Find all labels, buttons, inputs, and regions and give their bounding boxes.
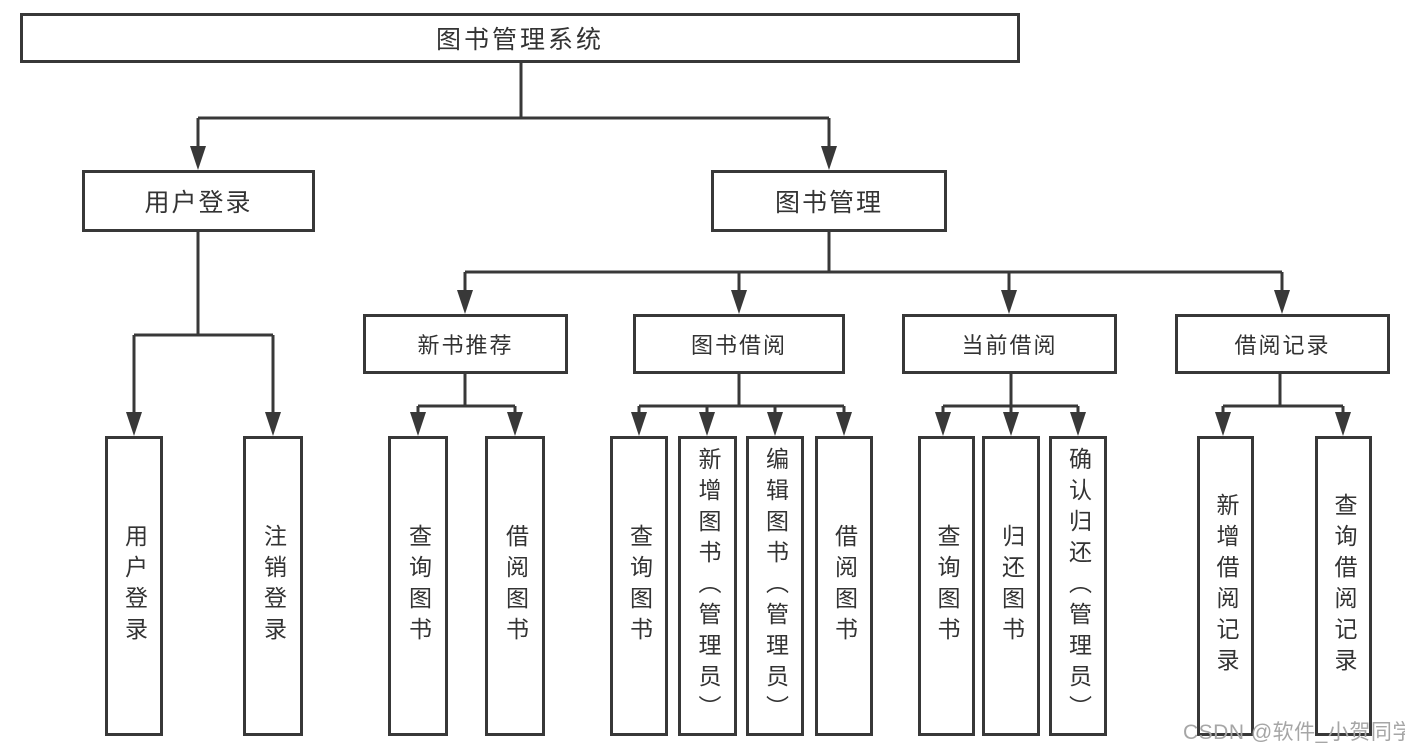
node-book-borrowing-label: 图书借阅 bbox=[690, 333, 787, 358]
leaf-add-books-admin-label: 新增图书（管理员） bbox=[695, 446, 721, 726]
node-current-borrowing-label: 当前借阅 bbox=[961, 333, 1058, 358]
leaf-borrow-books-borrowing-label: 借阅图书 bbox=[831, 524, 858, 648]
node-system-root-label: 图书管理系统 bbox=[435, 26, 604, 54]
node-user-login: 用户登录 bbox=[82, 170, 315, 232]
leaf-return-books-label: 归还图书 bbox=[998, 524, 1025, 648]
leaf-borrow-books-recommend: 借阅图书 bbox=[485, 436, 545, 736]
leaf-add-borrow-record-label: 新增借阅记录 bbox=[1213, 493, 1239, 679]
node-book-management: 图书管理 bbox=[711, 170, 947, 232]
leaf-return-books: 归还图书 bbox=[982, 436, 1040, 736]
leaf-logout-label: 注销登录 bbox=[260, 524, 287, 648]
node-book-management-label: 图书管理 bbox=[774, 189, 883, 217]
leaf-user-login: 用户登录 bbox=[105, 436, 163, 736]
node-new-book-recommend-label: 新书推荐 bbox=[417, 333, 514, 358]
leaf-add-borrow-record: 新增借阅记录 bbox=[1197, 436, 1254, 736]
csdn-watermark: CSDN @软件_小贺同学 bbox=[1183, 721, 1405, 744]
node-book-borrowing: 图书借阅 bbox=[633, 314, 845, 374]
leaf-logout: 注销登录 bbox=[243, 436, 303, 736]
leaf-edit-books-admin: 编辑图书（管理员） bbox=[746, 436, 804, 736]
node-current-borrowing: 当前借阅 bbox=[902, 314, 1117, 374]
node-borrowing-records: 借阅记录 bbox=[1175, 314, 1390, 374]
leaf-query-borrow-record-label: 查询借阅记录 bbox=[1331, 493, 1357, 679]
leaf-edit-books-admin-label: 编辑图书（管理员） bbox=[762, 446, 789, 726]
node-system-root: 图书管理系统 bbox=[20, 13, 1020, 63]
leaf-query-books-current-label: 查询图书 bbox=[934, 524, 960, 648]
node-new-book-recommend: 新书推荐 bbox=[363, 314, 568, 374]
leaf-borrow-books-borrowing: 借阅图书 bbox=[815, 436, 873, 736]
leaf-query-books-recommend-label: 查询图书 bbox=[405, 524, 432, 648]
leaf-query-books-borrowing: 查询图书 bbox=[610, 436, 668, 736]
leaf-confirm-return-admin: 确认归还（管理员） bbox=[1049, 436, 1107, 736]
leaf-add-books-admin: 新增图书（管理员） bbox=[678, 436, 737, 736]
leaf-user-login-label: 用户登录 bbox=[121, 524, 148, 648]
node-user-login-label: 用户登录 bbox=[144, 189, 253, 217]
leaf-borrow-books-recommend-label: 借阅图书 bbox=[502, 524, 529, 648]
node-borrowing-records-label: 借阅记录 bbox=[1234, 333, 1331, 358]
leaf-query-books-borrowing-label: 查询图书 bbox=[626, 524, 653, 648]
leaf-query-books-current: 查询图书 bbox=[918, 436, 975, 736]
leaf-query-books-recommend: 查询图书 bbox=[388, 436, 448, 736]
leaf-confirm-return-admin-label: 确认归还（管理员） bbox=[1065, 446, 1092, 726]
leaf-query-borrow-record: 查询借阅记录 bbox=[1315, 436, 1372, 736]
